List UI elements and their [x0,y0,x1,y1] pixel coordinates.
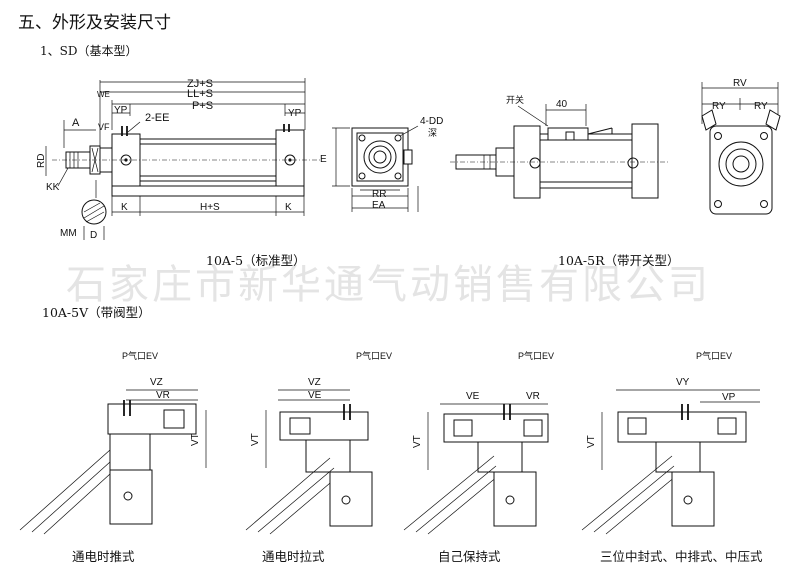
dim-vf: VF [98,122,110,132]
dim-we: WE [97,90,110,99]
dim-ve-pull: VE [308,390,322,401]
standard-cylinder-side-view: ZJ+S LL+S P+S WE YP YP 2-EE A VF [36,78,320,241]
caption-standard: 10A-5（标准型） [206,253,306,268]
dim-rr: RR [372,189,386,200]
dim-ee: 2-EE [145,112,169,124]
dim-mm: MM [60,228,77,239]
dim-deep: 深 [428,128,437,138]
dim-vz-push: VZ [150,377,163,388]
dim-ps: P+S [192,100,213,112]
dim-ve-hold: VE [466,391,480,402]
dim-e: E [320,154,327,165]
dim-k-left: K [121,202,128,213]
dim-ry-right: RY [754,101,768,112]
valve-diagram-pull: P气口EV VZ VE VT [245,350,392,535]
dim-vy-three: VY [676,377,690,388]
section-title: 五、外形及安装尺寸 [18,13,171,33]
caption-switch: 10A-5R（带开关型） [558,253,680,268]
subsection-title: 1、SD（基本型） [40,44,138,58]
dim-yp-right: YP [288,108,302,119]
switch-cylinder-end-view: RV RY RY [701,78,781,215]
dim-vt-three: VT [586,435,597,448]
dim-ry-left: RY [712,101,726,112]
caption-three-position: 三位中封式、中排式、中压式 [600,549,763,564]
dim-vt-pull: VT [250,433,261,446]
dim-vr-push: VR [156,390,170,401]
valve-diagram-three-position: P气口EV VY VP VT [581,350,760,535]
valve-diagram-self-hold: P气口EV VE VR VT [403,350,554,535]
dim-a: A [72,117,80,129]
dim-hs: H+S [200,202,220,213]
label-port-hold: P气口EV [518,350,554,361]
dim-rd: RD [36,154,47,168]
standard-cylinder-end-view: E RR EA 4-DD 深 [320,116,443,212]
dim-k-right: K [285,202,292,213]
label-switch: 开关 [506,94,524,105]
caption-self-hold: 自己保持式 [438,549,501,564]
caption-pull: 通电时拉式 [262,549,325,564]
dim-ea: EA [372,200,386,211]
caption-push: 通电时推式 [72,549,135,564]
switch-cylinder-side-view: 开关 40 [450,94,668,199]
dim-forty: 40 [556,99,568,110]
valve-diagram-push: P气口EV VZ VR VT [19,350,207,535]
dim-vr-hold: VR [526,391,540,402]
watermark-text: 石家庄市新华通气动销售有限公司 [66,262,711,308]
label-port-pull: P气口EV [356,350,392,361]
dim-vp-three: VP [722,392,736,403]
dim-kk: KK [46,182,60,193]
label-port-push: P气口EV [122,350,158,361]
dim-dd: 4-DD [420,116,443,127]
dim-zj: ZJ+S [187,78,213,90]
dim-d: D [90,230,97,241]
dim-ll: LL+S [187,88,213,100]
dim-vz-pull: VZ [308,377,321,388]
dim-yp-left: YP [114,105,128,116]
dim-vt-push: VT [190,433,201,446]
dim-rv: RV [733,78,747,89]
valve-section-title: 10A-5V（带阀型） [42,305,151,320]
label-port-three: P气口EV [696,350,732,361]
dim-vt-hold: VT [412,435,423,448]
